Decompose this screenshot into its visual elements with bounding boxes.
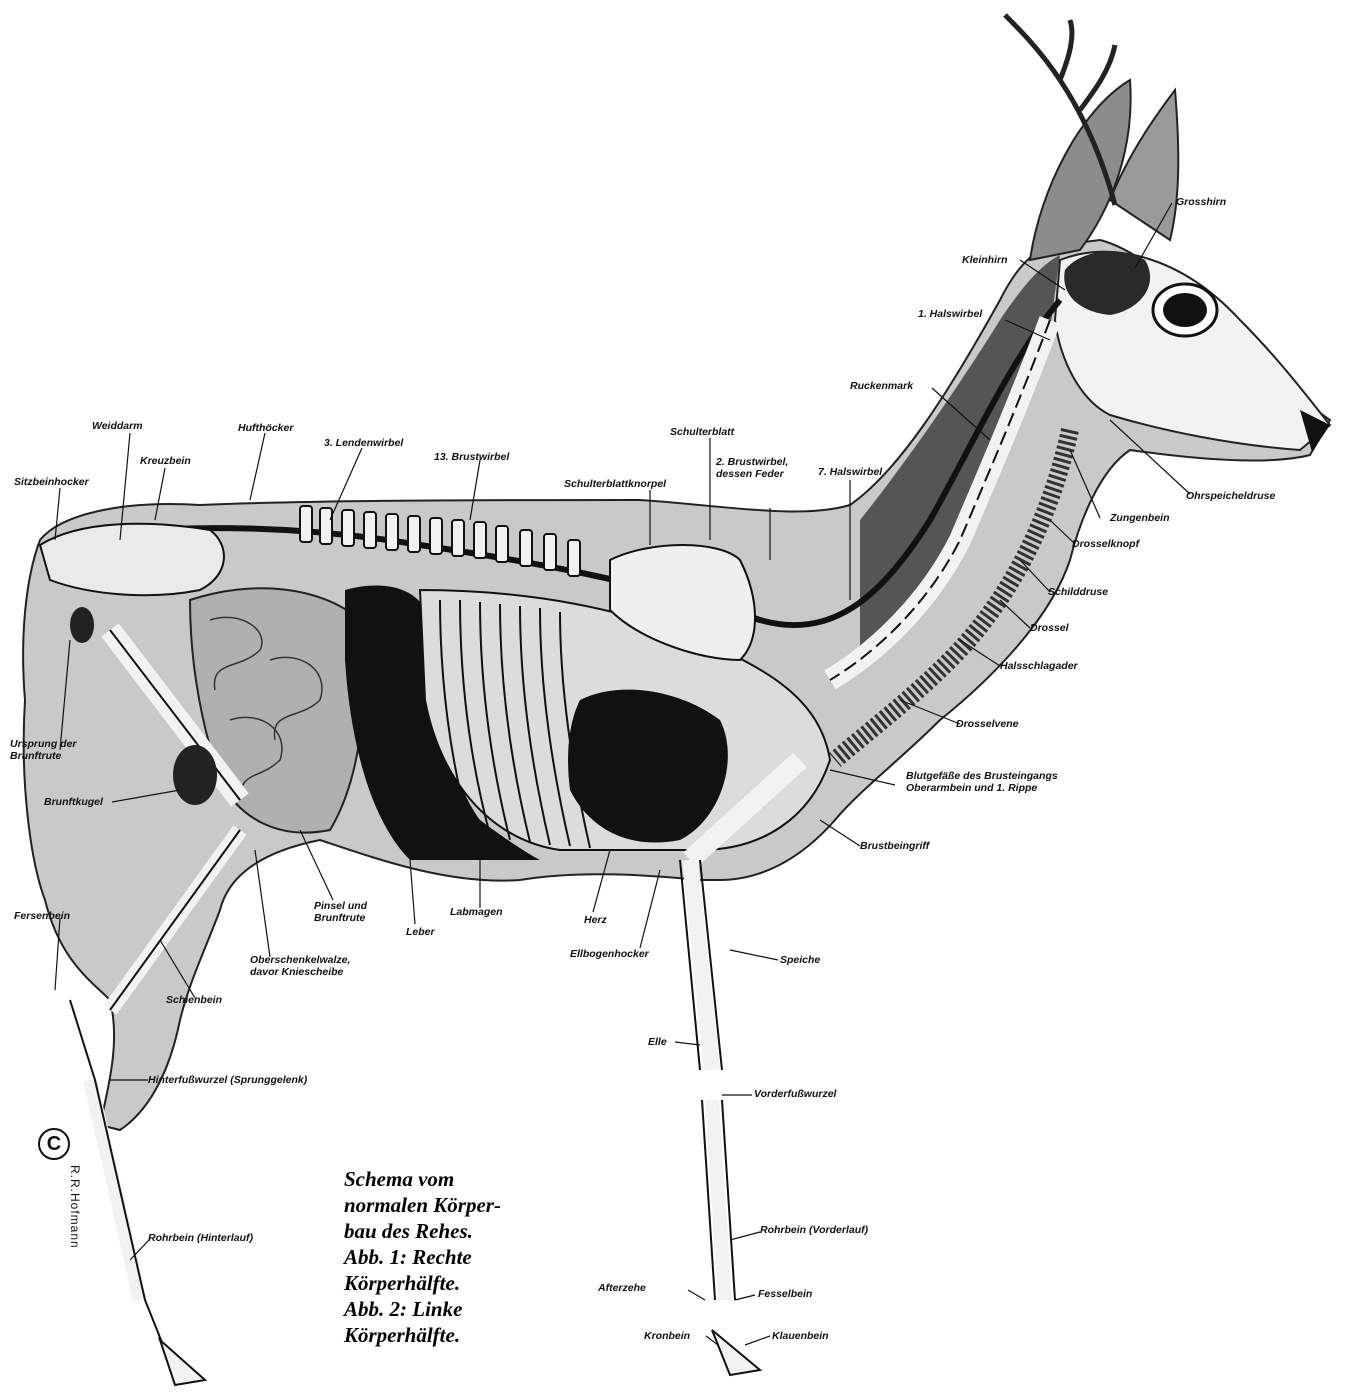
label-labmagen: Labmagen	[450, 906, 503, 918]
label-rueckenmark: Ruckenmark	[850, 380, 913, 392]
label-weiddarm: Weiddarm	[92, 420, 143, 432]
label-hufthoecker: Hufthöcker	[238, 422, 293, 434]
caption-line-4: Abb. 1: Rechte	[344, 1244, 501, 1270]
label-pinsel-line1: Pinsel und	[314, 900, 367, 912]
label-hinterfusswurzel: Hinterfußwurzel (Sprunggelenk)	[148, 1074, 307, 1086]
label-sitzbeinhoecker: Sitzbeinhocker	[14, 476, 89, 488]
label-brustwirbel-13: 13. Brustwirbel	[434, 451, 509, 463]
label-speiche: Speiche	[780, 954, 820, 966]
brunftkugel-blob	[173, 745, 217, 805]
label-ohrspeicheldruese: Ohrspeicheldruse	[1186, 490, 1275, 502]
label-pinsel-line2: Brunftrute	[314, 912, 367, 924]
label-halswirbel-1: 1. Halswirbel	[918, 308, 982, 320]
label-blutgefaesse: Blutgefäße des Brusteingangs Oberarmbein…	[906, 770, 1058, 794]
label-blutgefaesse-line2: Oberarmbein und 1. Rippe	[906, 782, 1058, 794]
label-lendenwirbel-3: 3. Lendenwirbel	[324, 437, 403, 449]
caption-line-3: bau des Rehes.	[344, 1218, 501, 1244]
label-schienbein: Schienbein	[166, 994, 222, 1006]
caption-line-5: Körperhälfte.	[344, 1270, 501, 1296]
hind-hoof	[160, 1340, 205, 1385]
label-klauenbein: Klauenbein	[772, 1330, 829, 1342]
label-herz: Herz	[584, 914, 607, 926]
label-pinsel-brunftrute: Pinsel und Brunftrute	[314, 900, 367, 924]
label-oberschenkel-line2: davor Kniescheibe	[250, 966, 350, 978]
caption-line-1: Schema vom	[344, 1166, 501, 1192]
label-kreuzbein: Kreuzbein	[140, 455, 191, 467]
figure-caption: Schema vom normalen Körper- bau des Rehe…	[344, 1166, 501, 1348]
label-zungenbein: Zungenbein	[1110, 512, 1170, 524]
author-credit: R.R.Hofmann	[68, 1165, 82, 1249]
label-rohrbein-hinterlauf: Rohrbein (Hinterlauf)	[148, 1232, 253, 1244]
label-drosselknopf: Drosselknopf	[1072, 538, 1139, 550]
label-drossel: Drossel	[1030, 622, 1069, 634]
label-fersenbein: Fersenbein	[14, 910, 70, 922]
label-ursprung-brunftrute: Ursprung der Brunftrute	[10, 738, 77, 762]
label-leber: Leber	[406, 926, 435, 938]
label-brustwirbel-2-line2: dessen Feder	[716, 468, 788, 480]
eye	[1163, 293, 1207, 327]
label-schulterblatt: Schulterblatt	[670, 426, 734, 438]
label-brunftkugel: Brunftkugel	[44, 796, 103, 808]
label-schulterblattknorpel: Schulterblattknorpel	[564, 478, 666, 490]
copyright-icon: C	[38, 1128, 70, 1160]
label-vorderfusswurzel: Vorderfußwurzel	[754, 1088, 836, 1100]
pelvis	[40, 524, 224, 595]
label-ursprung-line1: Ursprung der	[10, 738, 77, 750]
label-kronbein: Kronbein	[644, 1330, 690, 1342]
label-brustwirbel-2-line1: 2. Brustwirbel,	[716, 456, 788, 468]
label-halsschlagader: Halsschlagader	[1000, 660, 1078, 672]
caption-line-2: normalen Körper-	[344, 1192, 501, 1218]
label-afterzehe: Afterzehe	[598, 1282, 646, 1294]
label-halswirbel-7: 7. Halswirbel	[818, 466, 882, 478]
label-drosselvene: Drosselvene	[956, 718, 1018, 730]
label-blutgefaesse-line1: Blutgefäße des Brusteingangs	[906, 770, 1058, 782]
label-rohrbein-vorderlauf: Rohrbein (Vorderlauf)	[760, 1224, 868, 1236]
label-elle: Elle	[648, 1036, 667, 1048]
caption-line-6: Abb. 2: Linke	[344, 1296, 501, 1322]
front-radius	[690, 860, 712, 1070]
label-fesselbein: Fesselbein	[758, 1288, 812, 1300]
label-brustbeingriff: Brustbeingriff	[860, 840, 929, 852]
label-brustwirbel-2: 2. Brustwirbel, dessen Feder	[716, 456, 788, 480]
ursprung-blob	[70, 607, 94, 643]
label-schilddruese: Schilddruse	[1048, 586, 1108, 598]
front-hoof	[712, 1330, 760, 1375]
label-oberschenkel-line1: Oberschenkelwalze,	[250, 954, 350, 966]
label-oberschenkelwalze: Oberschenkelwalze, davor Kniescheibe	[250, 954, 350, 978]
label-kleinhirn: Kleinhirn	[962, 254, 1008, 266]
label-ellbogenhoecker: Ellbogenhocker	[570, 948, 649, 960]
label-grosshirn: Grosshirn	[1176, 196, 1226, 208]
caption-line-7: Körperhälfte.	[344, 1322, 501, 1348]
label-ursprung-line2: Brunftrute	[10, 750, 77, 762]
